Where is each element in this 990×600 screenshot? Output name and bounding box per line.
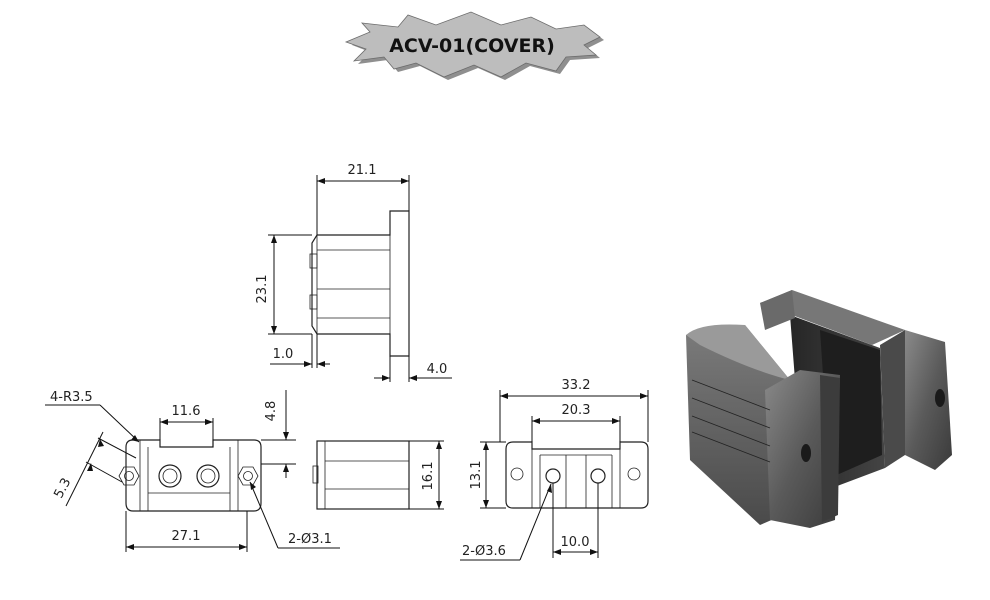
dim-front-radius: 4-R3.5 [50,390,93,405]
render-hole-front [801,444,811,462]
front-view-boss-left [158,464,182,488]
side-view-outline [311,210,410,357]
dimension-labels: 21.1 23.1 1.0 4.0 4-R3.5 11.6 4.8 5.3 27… [50,163,590,559]
dim-side-height: 23.1 [255,275,270,304]
top-view-hole-inner-left [545,468,561,484]
front-view-nut-left [118,466,140,486]
dim-side-flange: 4.0 [427,362,448,377]
dim-top-holes: 2-Ø3.6 [462,544,506,559]
dim-front-width: 27.1 [172,529,201,544]
dim-top-pitch: 10.0 [561,535,590,550]
title-badge: ACV-01(COVER) [344,11,604,80]
front-view [118,439,262,512]
dim-top-inner: 20.3 [562,403,591,418]
front-view-nut-right [237,466,259,486]
title-text: ACV-01(COVER) [389,35,555,57]
top-view-hole-inner-right [590,468,606,484]
render-hole-right [935,389,945,407]
front-view-hole-right [243,471,253,481]
dimension-lines [45,175,649,561]
dim-front-holes: 2-Ø3.1 [288,532,332,547]
middle-view [312,440,410,510]
side-view-tab-lower [309,294,318,310]
product-render [686,290,952,528]
top-view-hole-outer-right [627,467,641,481]
dim-mid-height: 16.1 [421,462,436,491]
dim-front-slot: 11.6 [172,404,201,419]
middle-view-outline [316,440,410,510]
top-view-hole-outer-left [510,467,524,481]
side-view [309,210,410,357]
front-view-boss-right [196,464,220,488]
side-view-tab-upper [309,253,318,269]
dim-top-height: 13.1 [469,461,484,490]
top-view-outline [505,441,649,509]
dim-front-depth: 4.8 [264,401,279,422]
title-badge-burst [344,11,601,78]
dim-top-total: 33.2 [562,378,591,393]
dim-side-lip: 1.0 [273,347,294,362]
front-view-outline [125,439,262,512]
dim-side-width: 21.1 [348,163,377,178]
front-view-hole-left [124,471,134,481]
top-view [505,441,649,509]
